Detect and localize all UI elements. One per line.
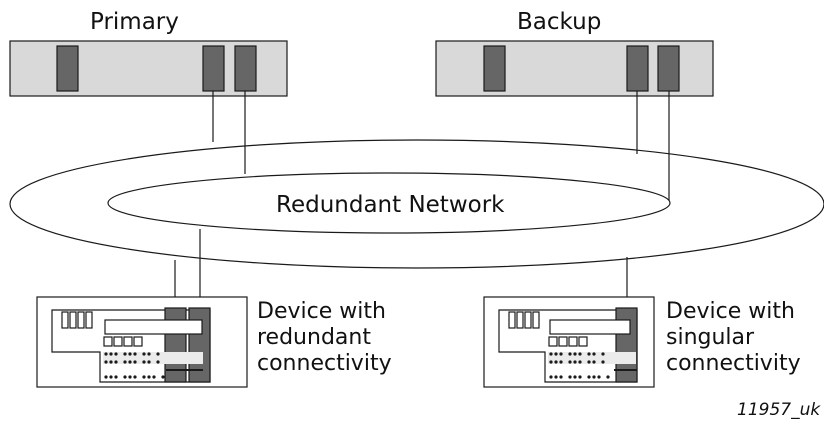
device-singular-card [549, 319, 631, 335]
primary-port-right-2 [234, 45, 257, 92]
device-singular-leds [549, 352, 610, 379]
backup-port-right-2 [657, 45, 680, 92]
device-singular-slots-top [508, 311, 540, 329]
device-redundant-strip [103, 352, 203, 364]
primary-label: Primary [90, 9, 179, 35]
device-redundant-leds [104, 352, 165, 379]
connections [174, 91, 670, 308]
device-singular-label-line1: Device with [666, 299, 795, 324]
primary-server [9, 40, 288, 97]
backup-port-left [483, 45, 506, 92]
device-redundant [36, 296, 248, 388]
primary-port-left [56, 45, 79, 92]
network-inner-ring [107, 172, 671, 234]
primary-port-right-1 [202, 45, 225, 92]
network-outer-ring [9, 139, 824, 269]
device-redundant-label-line2: redundant [257, 325, 371, 350]
network-label: Redundant Network [276, 192, 505, 218]
backup-port-right-1 [626, 45, 649, 92]
backup-label: Backup [517, 9, 602, 35]
device-singular-label-line3: connectivity [666, 351, 801, 376]
device-singular-slots-bottom [548, 336, 588, 347]
device-redundant-slots-top [61, 311, 93, 329]
device-singular-label-line2: singular [666, 325, 755, 350]
device-redundant-label-line3: connectivity [257, 351, 392, 376]
device-redundant-label-line1: Device with [257, 299, 386, 324]
figure-reference: 11957_uk [737, 400, 821, 420]
device-redundant-card [104, 319, 203, 335]
device-singular [483, 296, 655, 388]
device-redundant-slots-bottom [103, 336, 143, 347]
backup-server [435, 40, 714, 97]
